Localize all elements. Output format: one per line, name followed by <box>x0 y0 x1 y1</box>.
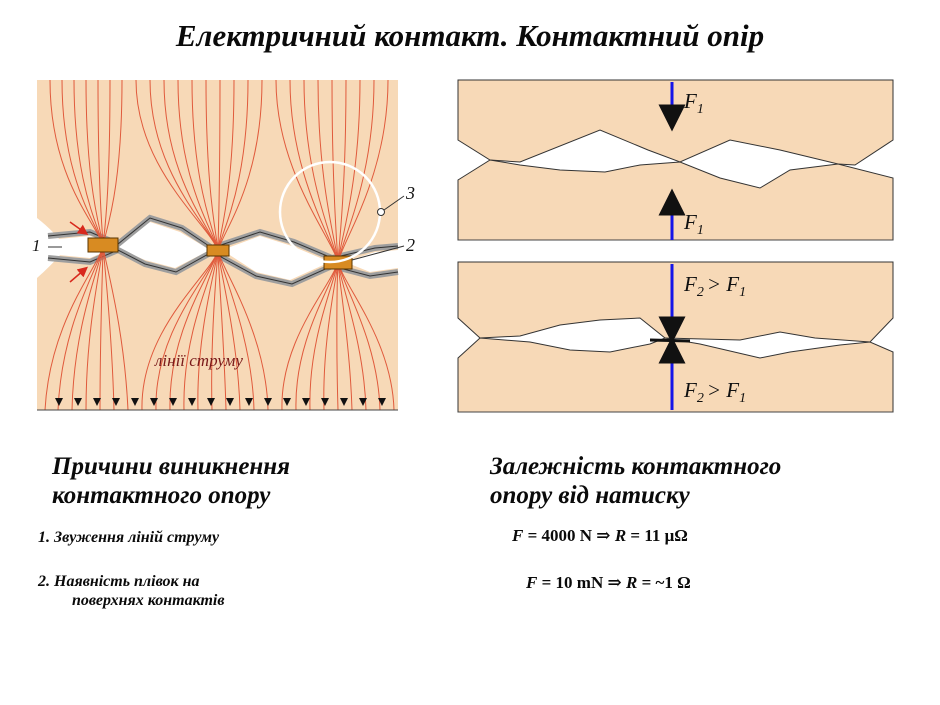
upper-contact-body <box>457 261 894 343</box>
current-lines-label: лінії струму <box>154 351 243 370</box>
red-arrow-icon <box>69 221 89 236</box>
formula-high-force: F = 4000 N ⇒ R = 11 μΩ <box>512 526 688 545</box>
contact-spot <box>206 244 230 257</box>
contact-pressure-high: F2> F1 F2> F1 <box>457 261 894 413</box>
pressure-dependence-heading: Залежність контактного опору від натиску <box>490 453 782 509</box>
contact-gap <box>112 222 210 268</box>
formula-low-force: F = 10 mN ⇒ R = ~1 Ω <box>526 573 691 592</box>
contact-pressure-low: F1 F1 <box>457 79 894 241</box>
lower-contact-body <box>457 159 894 241</box>
contact-spot <box>87 237 119 253</box>
current-output-arrows <box>55 398 386 406</box>
callout-2-label: 2 <box>406 235 415 255</box>
red-arrow-icon <box>69 266 88 283</box>
callout-1-label: 1 <box>32 236 41 255</box>
callout-3-label: 3 <box>405 183 415 203</box>
force-label: F1 <box>683 89 704 117</box>
force-label: F2> F1 <box>683 378 746 406</box>
causes-heading: Причини виникнення контактного опору <box>52 453 291 509</box>
force-label: F1 <box>683 210 704 238</box>
contact-interface-line <box>649 338 691 343</box>
upper-contact-body <box>457 79 894 166</box>
force-label: F2> F1 <box>683 272 746 300</box>
cause-item-1: 1. Звуження ліній струму <box>38 529 220 546</box>
lower-contact-body <box>457 337 894 413</box>
contact-gap <box>345 250 398 272</box>
cause-item-2: 2. Наявність плівок на поверхнях контакт… <box>38 573 225 609</box>
contact-gap <box>222 236 330 280</box>
current-constriction-diagram: 3 2 1 лінії струму <box>32 80 415 411</box>
callout-marker <box>377 208 385 216</box>
slide-title: Електричний контакт. Контактний опір <box>175 18 765 53</box>
